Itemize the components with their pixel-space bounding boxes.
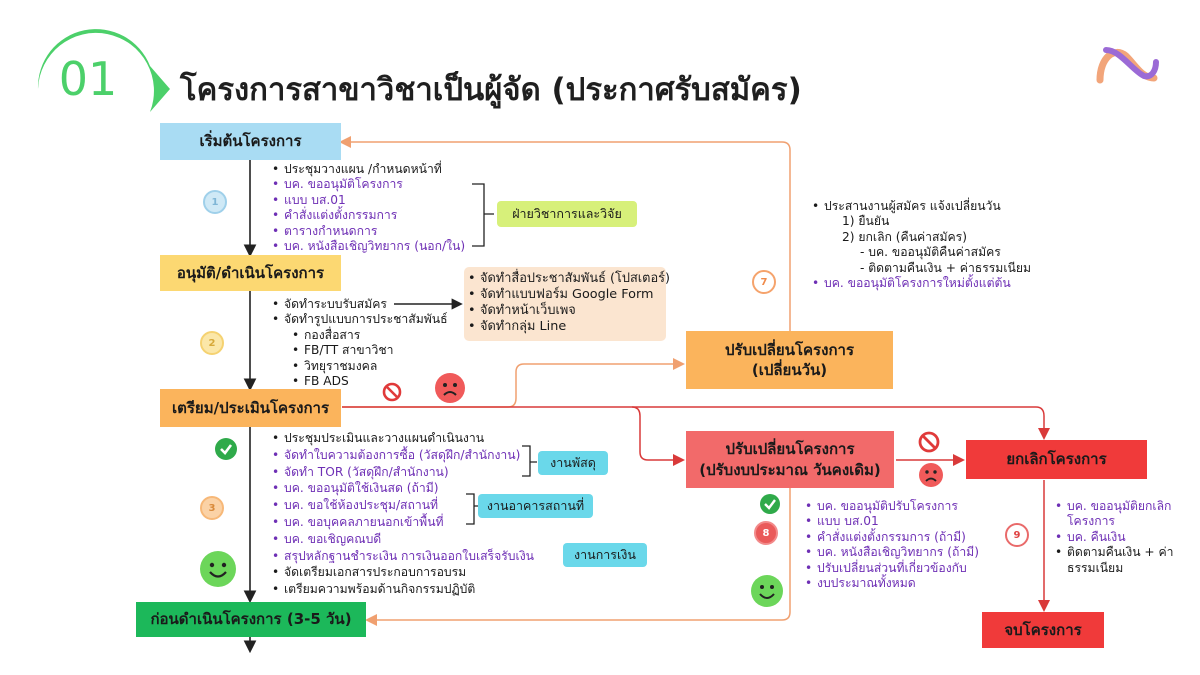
list-item: ปรับเปลี่ยนส่วนที่เกี่ยวข้องกับ [803,561,979,577]
list-item: แบบ บส.01 [803,514,979,530]
note9-line3: •บค. คืนเงิน [1055,529,1126,544]
marker-8: 8 [754,521,778,545]
note9-line2: โครงการ [1067,514,1115,529]
list-item: บค. หนังสือเชิญวิทยากร (ถ้ามี) [803,545,979,561]
list-item: บค. ขอเชิญคณบดี [270,531,534,548]
prohibited-icon [382,382,402,402]
note9-line5: ธรรมเนียม [1067,560,1124,575]
list-item: จัดทำ TOR (วัสดุฝึก/สำนักงาน) [270,464,534,481]
section2-list: จัดทำระบบรับสมัคร จัดทำรูปแบบการประชาสัม… [270,297,448,390]
note-line2: 1) ยืนยัน [842,214,890,229]
list-item: บค. ขอบุคคลภายนอกเข้าพื้นที่ [270,514,534,531]
notes-change-date: •ประสานงานผู้สมัคร แจ้งเปลี่ยนวัน 1) ยืน… [812,199,1031,291]
pr-box: จัดทำสื่อประชาสัมพันธ์ (โปสเตอร์) จัดทำแ… [464,267,670,341]
bracket-section1 [472,183,494,247]
list-item: เตรียมความพร้อมด้านกิจกรรมปฏิบัติ [270,581,534,598]
pr-list: จัดทำสื่อประชาสัมพันธ์ (โปสเตอร์) จัดทำแ… [464,267,670,335]
note9-line4: •ติดตามคืนเงิน + ค่า [1055,545,1174,560]
arrow-changedate-start [339,136,791,332]
notes-change-budget: บค. ขออนุมัติปรับโครงการ แบบ บส.01 คำสั่… [803,499,979,592]
list-item: คำสั่งแต่งตั้งกรรมการ [270,208,465,224]
list-item: จัดทำระบบรับสมัคร [270,297,448,313]
list-item: ประชุมวางแผน /กำหนดหน้าที่ [270,162,465,178]
marker-7: 7 [752,270,776,294]
happy-face-icon [751,575,783,607]
list-item: FB/TT สาขาวิชา [270,343,448,359]
list-item: จัดทำรูปแบบการประชาสัมพันธ์ [270,312,448,328]
list-item: ประชุมประเมินและวางแผนดำเนินงาน [270,430,534,447]
note9-line1: •บค. ขออนุมัติยกเลิก [1055,499,1172,513]
note-line4: - บค. ขออนุมัติคืนค่าสมัคร [860,245,1001,260]
check-icon [215,438,237,460]
note-line1: •ประสานงานผู้สมัคร แจ้งเปลี่ยนวัน [812,199,1001,213]
list-item: จัดทำกลุ่ม Line [466,319,666,335]
happy-face-icon [200,551,236,587]
step-prepare: เตรียม/ประเมินโครงการ [160,389,341,427]
step-approve: อนุมัติ/ดำเนินโครงการ [160,255,341,291]
list-item: บค. ขอใช้ห้องประชุม/สถานที่ [270,497,534,514]
list-item: จัดทำหน้าเว็บเพจ [466,303,666,319]
step-number-badge [37,29,170,135]
sad-face-icon [919,463,943,487]
note-line6: •บค. ขออนุมัติโครงการใหม่ตั้งแต่ต้น [812,276,1011,291]
step-cancel: ยกเลิกโครงการ [966,440,1147,479]
list-item: จัดทำแบบฟอร์ม Google Form [466,287,666,303]
step-change-date: ปรับเปลี่ยนโครงการ (เปลี่ยนวัน) [686,331,893,389]
section1-list: ประชุมวางแผน /กำหนดหน้าที่ บค. ขออนุมัติ… [270,162,465,255]
list-item: บค. ขออนุมัติปรับโครงการ [803,499,979,515]
list-item: ตารางกำหนดการ [270,224,465,240]
tag-building: งานอาคารสถานที่ [478,494,593,518]
list-item: แบบ บส.01 [270,193,465,209]
list-item: จัดทำสื่อประชาสัมพันธ์ (โปสเตอร์) [466,271,670,287]
note-line3: 2) ยกเลิก (คืนค่าสมัคร) [842,229,967,244]
change-date-line1: ปรับเปลี่ยนโครงการ [724,340,855,359]
arrow-changebudget-before [365,488,791,626]
list-item: บค. ขออนุมัติโครงการ [270,177,465,193]
marker-2: 2 [200,331,224,355]
change-date-line2: (เปลี่ยนวัน) [751,361,828,379]
tag-finance: งานการเงิน [563,543,647,567]
note-line5: - ติดตามคืนเงิน + ค่าธรรมเนียม [860,260,1032,275]
list-item: บค. ขออนุมัติใช้เงินสด (ถ้ามี) [270,480,534,497]
arrow-prepare-cancel [632,406,1050,440]
marker-1: 1 [203,190,227,214]
prohibited-icon [918,431,940,453]
step-change-budget: ปรับเปลี่ยนโครงการ (ปรับงบประมาณ วันคงเด… [686,431,894,488]
marker-9: 9 [1005,523,1029,547]
sad-face-icon [435,373,465,403]
section3-list: ประชุมประเมินและวางแผนดำเนินงาน จัดทำใบค… [270,430,534,598]
change-budget-line2: (ปรับงบประมาณ วันคงเดิม) [699,460,881,479]
brand-logo-icon [1096,47,1159,84]
list-item: สรุปหลักฐานชำระเงิน การเงินออกใบเสร็จรับ… [270,548,534,565]
tag-academic: ฝ่ายวิชาการและวิจัย [497,201,637,227]
check-icon [760,494,780,514]
step-start: เริ่มต้นโครงการ [160,123,341,160]
change-budget-line1: ปรับเปลี่ยนโครงการ [725,440,855,459]
page-title: โครงการสาขาวิชาเป็นผู้จัด (ประกาศรับสมัค… [180,72,802,108]
list-item: กองสื่อสาร [270,328,448,344]
list-item: บค. หนังสือเชิญวิทยากร (นอก/ใน) [270,239,465,255]
notes-cancel: •บค. ขออนุมัติยกเลิก โครงการ •บค. คืนเงิ… [1055,499,1174,576]
list-item-continued: .งบประมาณทั้งหมด [803,576,979,592]
list-item: คำสั่งแต่งตั้งกรรมการ (ถ้ามี) [803,530,979,546]
marker-3: 3 [200,496,224,520]
step-end: จบโครงการ [982,612,1104,648]
list-item: วิทยุราชมงคล [270,359,448,375]
step-number: 01 [58,52,118,106]
list-item: จัดทำใบความต้องการซื้อ (วัสดุฝึก/สำนักงา… [270,447,534,464]
list-item: จัดเตรียมเอกสารประกอบการอบรม [270,564,534,581]
step-before: ก่อนดำเนินโครงการ (3-5 วัน) [136,602,366,637]
list-item: FB ADS [270,374,448,390]
tag-supplies: งานพัสดุ [538,451,608,475]
